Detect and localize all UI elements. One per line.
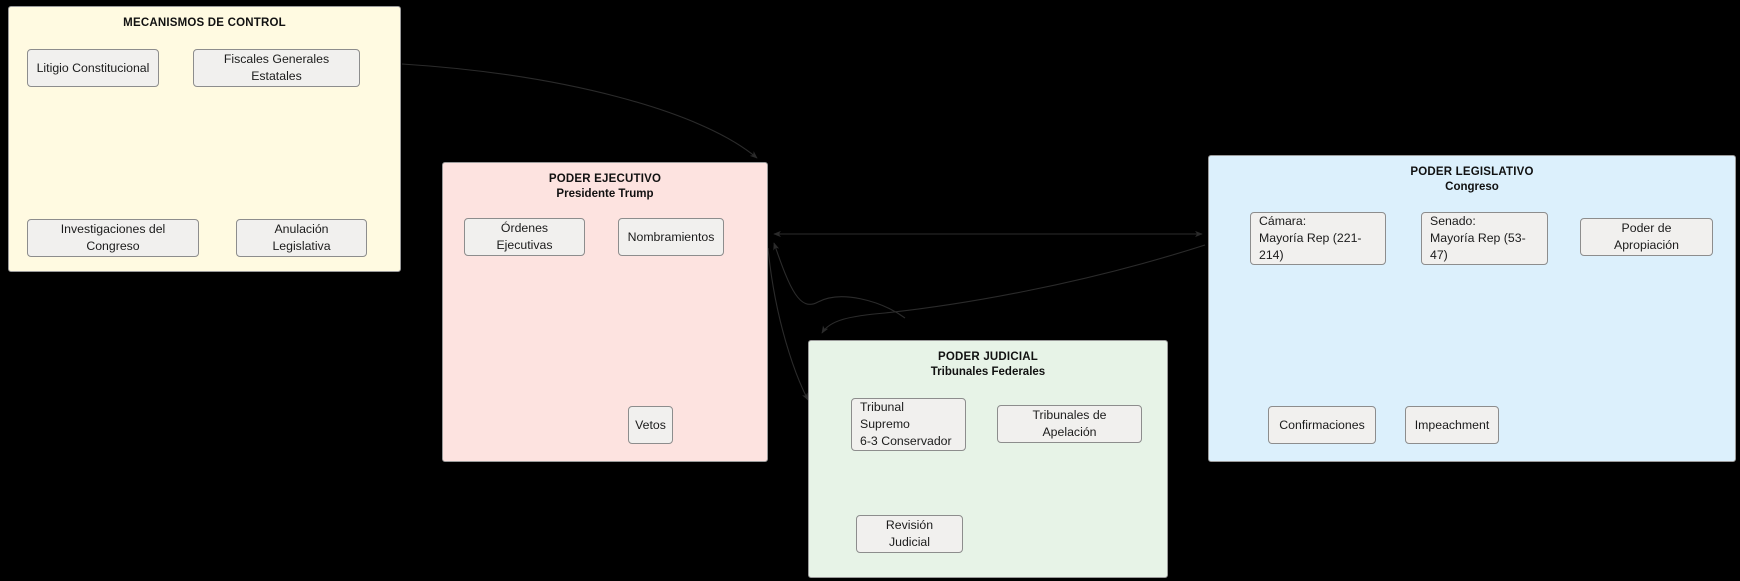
node-apropiacion[interactable]: Poder de Apropiación (1580, 218, 1713, 256)
node-anulacion[interactable]: Anulación Legislativa (236, 219, 367, 257)
node-vetos[interactable]: Vetos (628, 406, 673, 444)
edge-ejecutivo-to-judicial (767, 247, 809, 401)
cluster-subtitle-legislativo: Congreso (1445, 181, 1499, 193)
cluster-subtitle-ejecutivo: Presidente Trump (556, 188, 654, 200)
cluster-title-judicial: PODER JUDICIAL (938, 351, 1038, 363)
node-ordenes[interactable]: Órdenes Ejecutivas (464, 218, 585, 256)
node-revision[interactable]: Revisión Judicial (856, 515, 963, 553)
cluster-title-ejecutivo: PODER EJECUTIVO (548, 173, 662, 185)
cluster-subtitle-judicial: Tribunales Federales (930, 366, 1046, 378)
node-confirmaciones[interactable]: Confirmaciones (1268, 406, 1376, 444)
edge-control-to-ejecutivo (401, 63, 758, 159)
node-apelacion[interactable]: Tribunales de Apelación (997, 405, 1142, 443)
cluster-title-legislativo: PODER LEGISLATIVO (1410, 166, 1534, 178)
node-investigaciones[interactable]: Investigaciones del Congreso (27, 219, 199, 257)
node-supremo[interactable]: Tribunal Supremo 6-3 Conservador (851, 398, 966, 451)
node-nombramientos[interactable]: Nombramientos (618, 218, 724, 256)
node-senado[interactable]: Senado: Mayoría Rep (53-47) (1421, 212, 1548, 265)
edge-judicial-to-ejecutivo (773, 242, 906, 319)
node-fiscales[interactable]: Fiscales Generales Estatales (193, 49, 360, 87)
node-camara[interactable]: Cámara: Mayoría Rep (221-214) (1250, 212, 1386, 265)
cluster-title-mecanismos: MECANISMOS DE CONTROL (123, 17, 286, 29)
node-impeachment[interactable]: Impeachment (1405, 406, 1499, 444)
cluster-ejecutivo[interactable]: PODER EJECUTIVO Presidente Trump (442, 162, 768, 462)
node-litigio[interactable]: Litigio Constitucional (27, 49, 159, 87)
edge-legislativo-to-judicial (821, 244, 1206, 334)
